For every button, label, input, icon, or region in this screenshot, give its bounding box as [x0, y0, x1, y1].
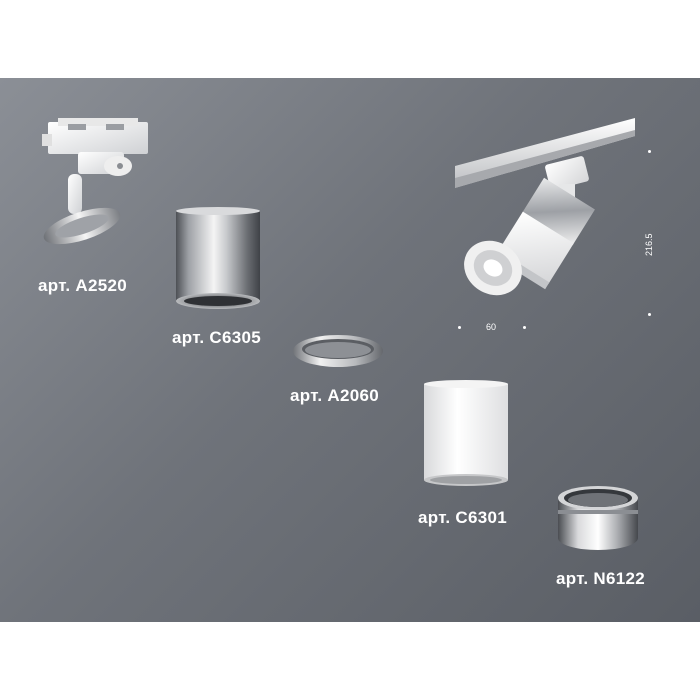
chrome-cylinder-c6305-image	[176, 207, 260, 309]
white-cylinder-c6301-image	[424, 380, 508, 486]
width-dimension-label: 60	[486, 322, 497, 332]
assembled-spotlight-image	[455, 118, 635, 296]
height-dimension-label: 216.5	[644, 233, 654, 256]
track-adapter-a2520-image	[42, 118, 148, 245]
label-a2520: арт. A2520	[38, 276, 127, 295]
label-a2060: арт. A2060	[290, 386, 379, 405]
label-c6301: арт. C6301	[418, 508, 507, 527]
label-c6305: арт. C6305	[172, 328, 261, 347]
height-marker-bottom	[648, 313, 651, 316]
width-marker-left	[458, 326, 461, 329]
chrome-insert-n6122-image	[558, 486, 638, 550]
chrome-ring-a2060-image	[293, 335, 383, 367]
width-marker-right	[523, 326, 526, 329]
height-marker-top	[648, 150, 651, 153]
label-n6122: арт. N6122	[556, 569, 645, 588]
